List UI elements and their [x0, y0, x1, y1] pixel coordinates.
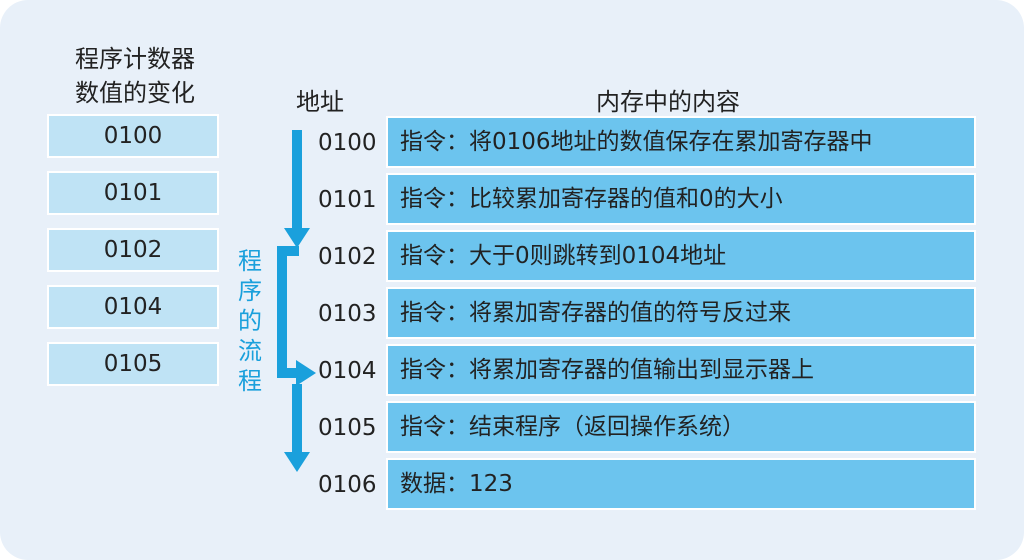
memory-cell: 指令：结束程序（返回操作系统） — [386, 401, 976, 453]
flow-label-char: 序 — [238, 277, 262, 305]
memory-cell: 数据：123 — [386, 458, 976, 510]
flow-arrow-head-lower — [284, 452, 310, 472]
pc-header-line1: 程序计数器 — [75, 45, 195, 73]
flow-label: 程 序 的 流 程 — [236, 246, 264, 396]
pc-header-line2: 数值的变化 — [75, 79, 195, 107]
memory-cell: 指令：比较累加寄存器的值和0的大小 — [386, 173, 976, 225]
flow-jump-vertical — [277, 246, 287, 378]
memory-address: 0102 — [318, 244, 377, 270]
pc-value-box: 0105 — [47, 342, 219, 386]
memory-address: 0101 — [318, 187, 377, 213]
memory-cell: 指令：将累加寄存器的值的符号反过来 — [386, 287, 976, 339]
flow-arrow-head — [284, 228, 310, 248]
pc-value-box: 0101 — [47, 171, 219, 215]
memory-address: 0103 — [318, 301, 377, 327]
flow-jump-top — [277, 246, 299, 256]
flow-label-char: 流 — [238, 337, 262, 365]
memory-address: 0105 — [318, 415, 377, 441]
pc-header: 程序计数器 数值的变化 — [60, 42, 210, 110]
pc-value-box: 0104 — [47, 285, 219, 329]
memory-cell: 指令：将累加寄存器的值输出到显示器上 — [386, 344, 976, 396]
flow-label-char: 程 — [238, 367, 262, 395]
flow-jump-arrow-head — [296, 360, 316, 386]
flow-arrow-shaft — [292, 130, 302, 232]
flow-arrow-shaft-lower — [292, 384, 302, 456]
memory-address: 0104 — [318, 358, 377, 384]
memory-header: 内存中的内容 — [596, 88, 740, 116]
memory-cell: 指令：将0106地址的数值保存在累加寄存器中 — [386, 116, 976, 168]
memory-address: 0100 — [318, 130, 377, 156]
flow-label-char: 的 — [238, 307, 262, 335]
memory-address: 0106 — [318, 472, 377, 498]
flow-label-char: 程 — [238, 247, 262, 275]
memory-cell: 指令：大于0则跳转到0104地址 — [386, 230, 976, 282]
pc-value-box: 0102 — [47, 228, 219, 272]
pc-value-box: 0100 — [47, 114, 219, 158]
address-header: 地址 — [296, 88, 344, 116]
flow-jump-bottom — [277, 368, 299, 378]
